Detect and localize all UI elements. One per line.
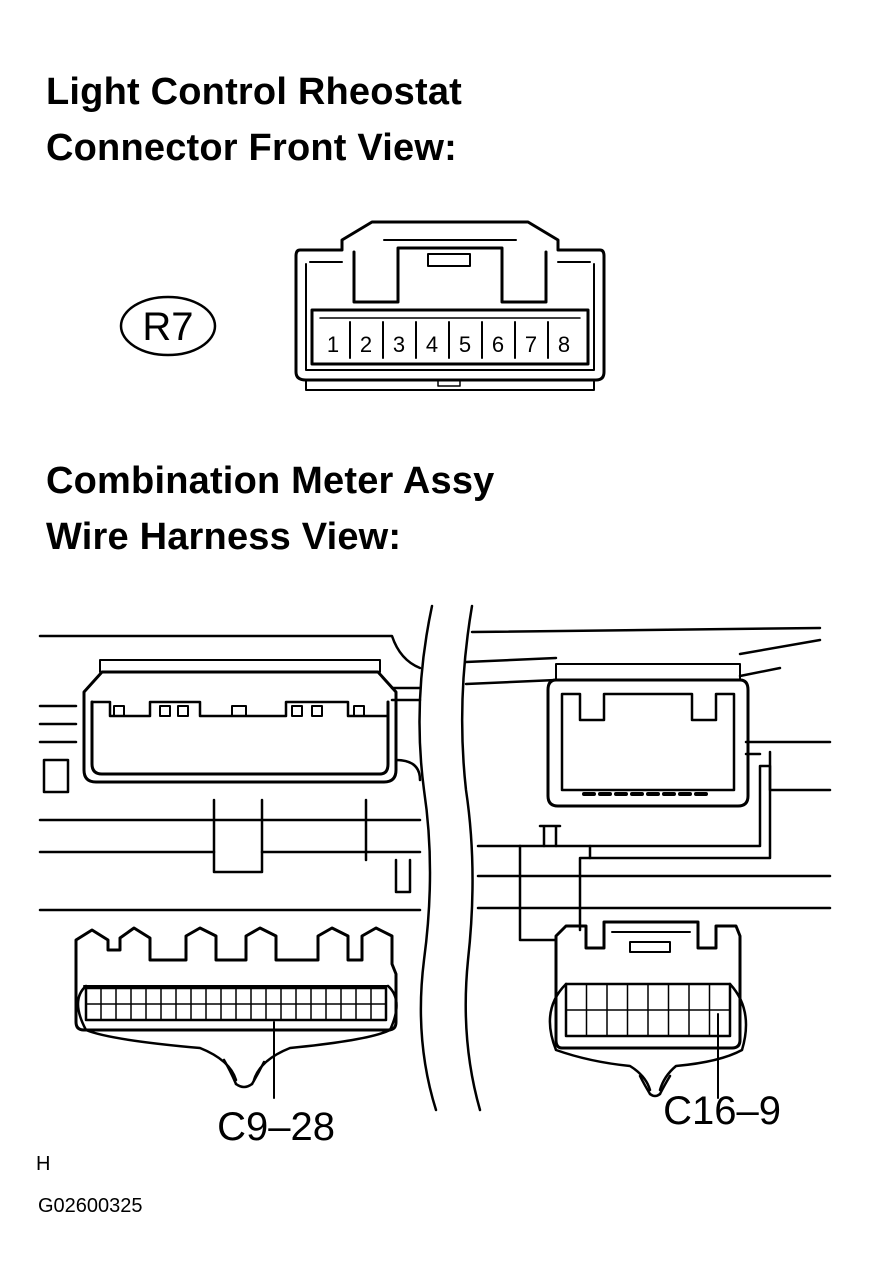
break-lines [418,604,482,1112]
c9-cell-grid [85,987,387,1021]
rheostat-title-line2: Connector Front View: [46,127,457,169]
rheostat-title-line1: Light Control Rheostat [46,71,463,113]
meter-title-line2: Wire Harness View: [46,516,402,558]
meter-panel-left [38,634,422,912]
meter-section-title: Combination Meter Assy Wire Harness View… [46,453,495,565]
callout-c16-9: C16–9 [663,1089,781,1133]
figure-code: G02600325 [38,1195,143,1217]
pin-number: 7 [525,332,537,357]
meter-panel-right [464,626,832,942]
pin-dividers [349,321,549,359]
meter-title-line1: Combination Meter Assy [46,460,495,502]
c16-cell-grid [565,983,731,1037]
figure-footer: H G02600325 [36,1153,143,1217]
pin-number: 6 [492,332,504,357]
pin-number: 1 [327,332,339,357]
pin-number: 5 [459,332,471,357]
harness-connector-c9 [74,926,398,1099]
pin-number: 2 [360,332,372,357]
connector-id-label: R7 [142,305,193,349]
pin-number: 4 [426,332,438,357]
view-letter: H [36,1153,50,1175]
rheostat-connector: 1 2 3 4 5 6 7 8 [294,220,606,391]
pin-number: 3 [393,332,405,357]
pin-number: 8 [558,332,570,357]
terminal-callouts: C9–28 C16–9 [217,1089,781,1149]
callout-c9-28: C9–28 [217,1105,335,1149]
rheostat-section-title: Light Control Rheostat Connector Front V… [46,64,462,176]
pin-numbers: 1 2 3 4 5 6 7 8 [327,332,570,357]
harness-connector-c16 [548,920,748,1099]
connector-id-badge: R7 [119,295,217,357]
